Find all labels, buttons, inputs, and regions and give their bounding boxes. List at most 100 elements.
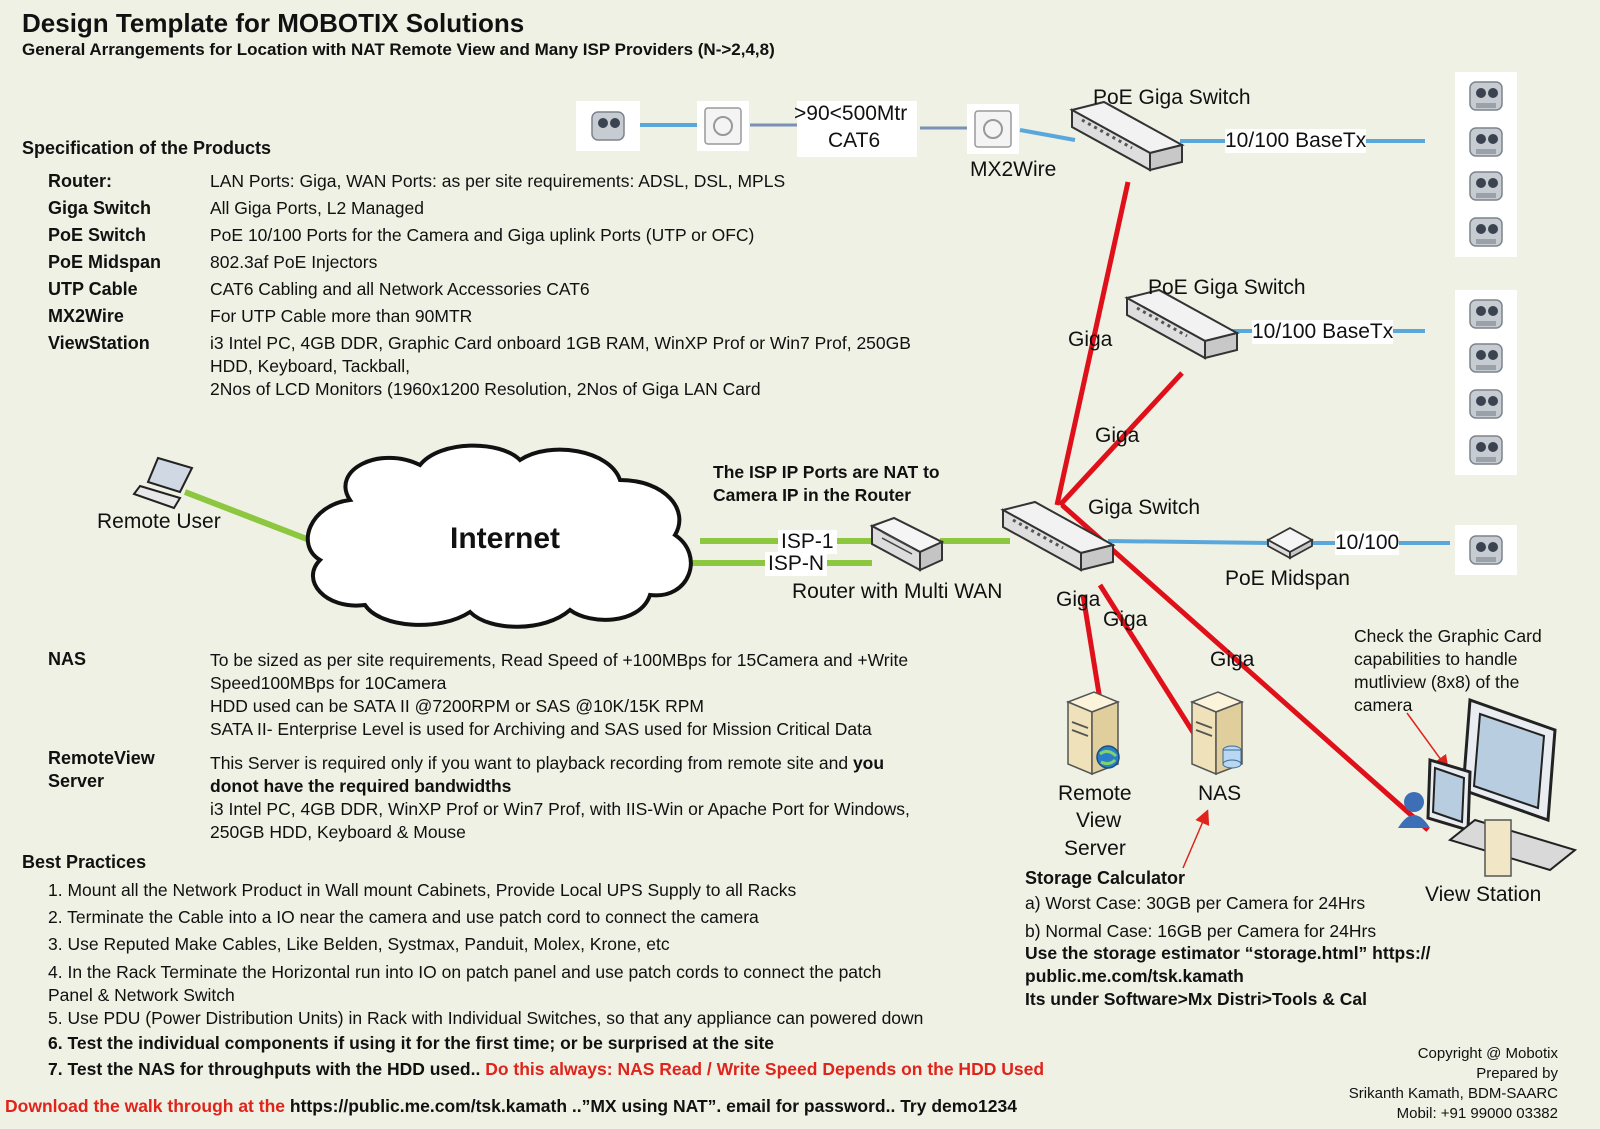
giga-switch-label: Giga Switch — [1088, 496, 1201, 519]
nas-line: SATA II- Enterprise Level is used for Ar… — [210, 719, 872, 739]
camera-icon — [1469, 343, 1503, 373]
nas-label: NAS — [1198, 782, 1242, 805]
isp-1-label: ISP-1 — [778, 530, 837, 554]
poe-switch-icon — [1124, 288, 1240, 360]
page-subtitle: General Arrangements for Location with N… — [22, 40, 775, 59]
spec-value: All Giga Ports, L2 Managed — [210, 198, 425, 218]
spec-value: i3 Intel PC, 4GB DDR, Graphic Card onboa… — [210, 333, 911, 353]
camera-icon — [1469, 217, 1503, 247]
remoteview-line-normal: This Server is required only if you want… — [210, 753, 853, 773]
camera-icon — [1469, 435, 1503, 465]
graphic-note-line: mutliview (8x8) of the — [1354, 672, 1520, 692]
cable-label-box — [797, 101, 917, 157]
giga-link — [1058, 371, 1184, 507]
nas-line: Speed100MBps for 10Camera — [210, 673, 447, 693]
remoteview-line: 250GB HDD, Keyboard & Mouse — [210, 822, 466, 842]
nas-key: NAS — [48, 649, 87, 669]
poe-link — [1019, 128, 1076, 142]
storage-estimator: Its under Software>Mx Distri>Tools & Cal — [1025, 989, 1367, 1009]
mx2wire-icon — [974, 110, 1012, 148]
spec-value: PoE 10/100 Ports for the Camera and Giga… — [210, 225, 755, 245]
page-title: Design Template for MOBOTIX Solutions — [22, 8, 525, 38]
camera-icon — [1469, 389, 1503, 419]
storage-estimator: Use the storage estimator “storage.html”… — [1025, 943, 1431, 963]
giga-label: Giga — [1068, 328, 1113, 351]
basetx-1-label: 10/100 BaseTx — [1225, 129, 1367, 153]
poe-link — [1107, 539, 1271, 545]
spec-key: PoE Switch — [48, 225, 147, 245]
storage-arrow — [1182, 809, 1210, 869]
router-icon — [869, 516, 945, 572]
spec-value: LAN Ports: Giga, WAN Ports: as per site … — [210, 171, 786, 191]
view-station-icon — [1398, 697, 1578, 877]
nas-line: HDD used can be SATA II @7200RPM or SAS … — [210, 696, 704, 716]
remoteview-key: Server — [48, 771, 105, 791]
camera-icon — [1469, 535, 1503, 565]
best-practice-warning: Do this always: NAS Read / Write Speed D… — [480, 1059, 1045, 1079]
giga-label: Giga — [1056, 588, 1101, 611]
remote-user-link — [183, 489, 314, 544]
best-practice-item: 3. Use Reputed Make Cables, Like Belden,… — [48, 934, 670, 954]
camera-icon — [1469, 81, 1503, 111]
poe-switch-2-label: PoE Giga Switch — [1148, 276, 1306, 299]
best-practice-item: 7. Test the NAS for throughputs with the… — [48, 1059, 1044, 1080]
best-practice-item: Panel & Network Switch — [48, 985, 235, 1005]
spec-value: 802.3af PoE Injectors — [210, 252, 378, 272]
remoteview-line-bold: you — [852, 753, 885, 773]
remoteview-line: donot have the required bandwidths — [210, 776, 512, 796]
spec-value: For UTP Cable more than 90MTR — [210, 306, 473, 326]
poe-midspan-label: PoE Midspan — [1225, 567, 1350, 590]
mx2wire-label: MX2Wire — [970, 158, 1057, 181]
download-link[interactable]: https://public.me.com/tsk.kamath ..”MX u… — [289, 1096, 1017, 1116]
best-practice-item: 6. Test the individual components if usi… — [48, 1033, 775, 1053]
poe-switch-1-label: PoE Giga Switch — [1093, 86, 1251, 109]
spec-key: MX2Wire — [48, 306, 124, 326]
spec-value: CAT6 Cabling and all Network Accessories… — [210, 279, 590, 299]
best-practice-text: 7. Test the NAS for throughputs with the… — [48, 1059, 481, 1079]
nas-icon — [1189, 691, 1245, 776]
nat-note-line1: The ISP IP Ports are NAT to — [713, 462, 940, 482]
mx2wire-icon — [704, 107, 742, 145]
copyright-line: Prepared by — [1476, 1065, 1558, 1082]
storage-worst: a) Worst Case: 30GB per Camera for 24Hrs — [1025, 893, 1366, 913]
spec-key: Giga Switch — [48, 198, 152, 218]
nat-note-line2: Camera IP in the Router — [713, 485, 912, 505]
remoteview-key: RemoteView — [48, 748, 155, 768]
basetx-2-label: 10/100 BaseTx — [1252, 320, 1394, 344]
poe-midspan-icon — [1266, 526, 1314, 560]
copyright-line: Copyright @ Mobotix — [1417, 1045, 1558, 1062]
giga-label: Giga — [1095, 424, 1140, 447]
copyright-line: Srikanth Kamath, BDM-SAARC — [1348, 1085, 1558, 1102]
download-line: Download the walk through at the https:/… — [5, 1096, 1017, 1117]
graphic-note-line: capabilities to handle — [1354, 649, 1518, 669]
router-label: Router with Multi WAN — [792, 580, 1003, 603]
storage-estimator: public.me.com/tsk.kamath — [1025, 966, 1244, 986]
best-practice-item: 4. In the Rack Terminate the Horizontal … — [48, 962, 882, 982]
internet-cloud — [305, 443, 693, 629]
spec-key: Router: — [48, 171, 112, 191]
best-practice-item: 1. Mount all the Network Product in Wall… — [48, 880, 797, 900]
poe-switch-icon — [1069, 100, 1185, 172]
best-practice-item: 5. Use PDU (Power Distribution Units) in… — [48, 1008, 924, 1028]
giga-link — [1060, 503, 1430, 832]
storage-heading: Storage Calculator — [1025, 868, 1186, 888]
best-practices-heading: Best Practices — [22, 852, 147, 872]
remote-view-server-label: View — [1076, 809, 1122, 832]
copyright-line: Mobil: +91 99000 03382 — [1396, 1105, 1558, 1122]
view-station-label: View Station — [1425, 883, 1542, 906]
storage-normal: b) Normal Case: 16GB per Camera for 24Hr… — [1025, 921, 1377, 941]
spec-key: PoE Midspan — [48, 252, 162, 272]
cable-type-label: CAT6 — [828, 129, 881, 152]
spec-value: 2Nos of LCD Monitors (1960x1200 Resoluti… — [210, 379, 761, 399]
remoteview-line: i3 Intel PC, 4GB DDR, WinXP Prof or Win7… — [210, 799, 910, 819]
specs-heading: Specification of the Products — [22, 138, 272, 158]
laptop-icon — [132, 456, 194, 510]
giga-link — [1054, 181, 1131, 506]
remote-view-server-label: Remote — [1058, 782, 1132, 805]
download-label: Download the walk through at the — [5, 1096, 290, 1116]
internet-label: Internet — [450, 522, 561, 555]
camera-icon — [1469, 127, 1503, 157]
spec-value: HDD, Keyboard, Tackball, — [210, 356, 411, 376]
cable-length-label: >90<500Mtr — [794, 102, 908, 125]
